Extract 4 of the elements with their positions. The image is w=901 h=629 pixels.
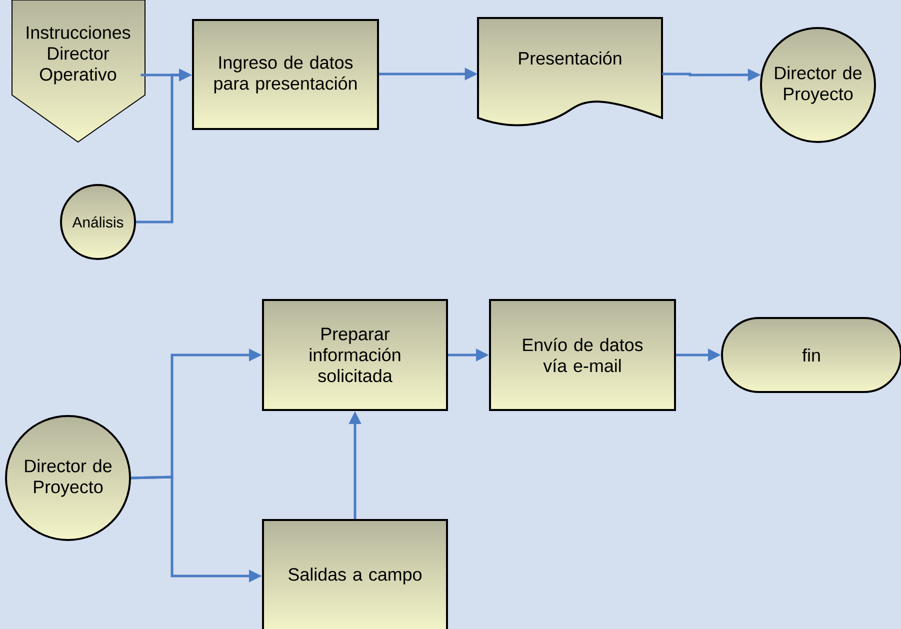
process-box: Envío de datos vía e-mail (489, 299, 676, 411)
process-box: Salidas a campo (262, 519, 448, 629)
process-box: Preparar información solicitada (262, 299, 448, 411)
process-box: Ingreso de datos para presentación (192, 19, 379, 130)
